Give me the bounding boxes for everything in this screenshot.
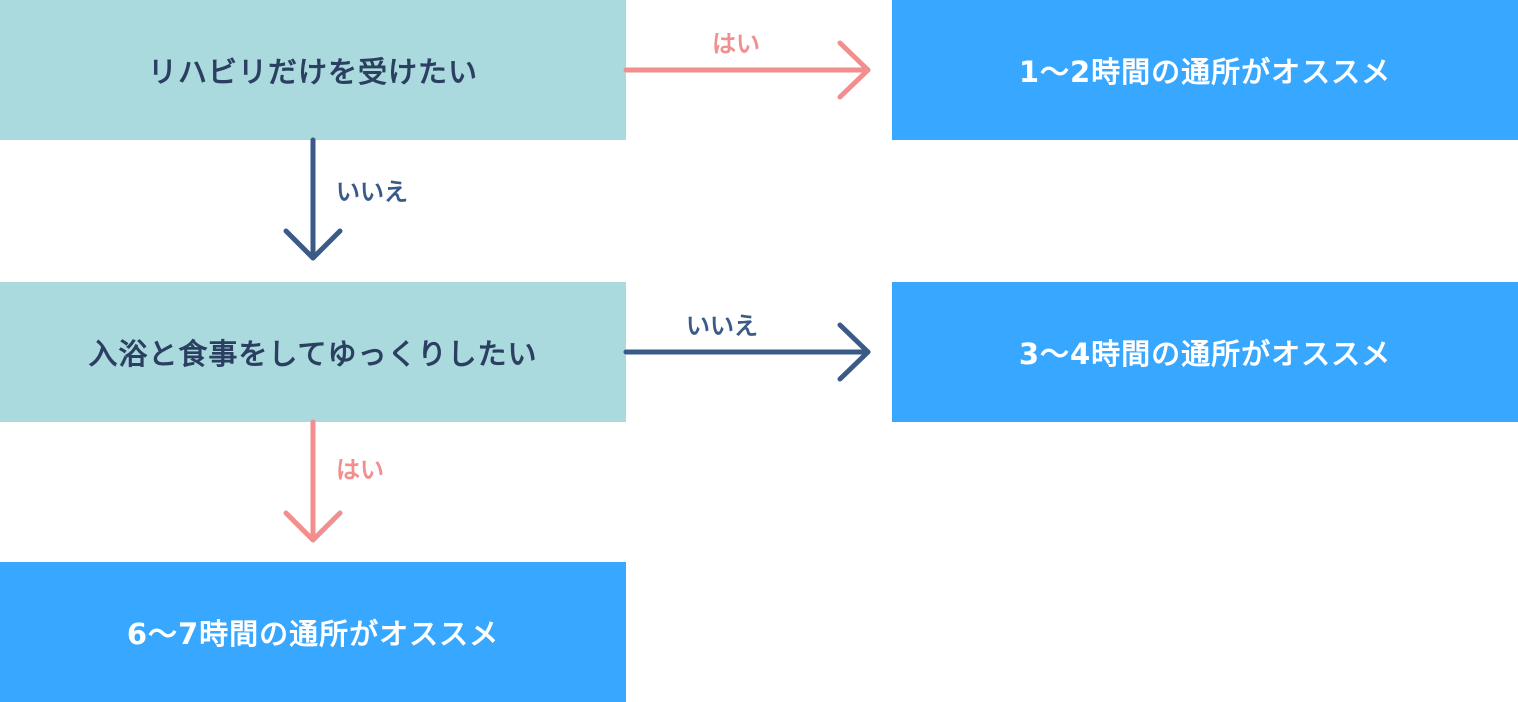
question-bath-meal-relax: 入浴と食事をしてゆっくりしたい: [0, 282, 626, 422]
answer-1-2-hours: 1〜2時間の通所がオススメ: [892, 0, 1518, 140]
answer-3-4-hours: 3〜4時間の通所がオススメ: [892, 282, 1518, 422]
arrow-q1-to-q2: [283, 137, 343, 261]
question-rehab-only-label: リハビリだけを受けたい: [147, 55, 478, 89]
arrow-q2-to-a3: [283, 419, 343, 543]
answer-1-2-hours-label: 1〜2時間の通所がオススメ: [1018, 55, 1392, 89]
edge-label-q2-yes: はい: [336, 456, 384, 484]
edge-label-q1-no: いいえ: [336, 178, 408, 206]
answer-6-7-hours: 6〜7時間の通所がオススメ: [0, 562, 626, 702]
question-rehab-only: リハビリだけを受けたい: [0, 0, 626, 140]
question-bath-meal-relax-label: 入浴と食事をしてゆっくりしたい: [88, 337, 538, 371]
answer-6-7-hours-label: 6〜7時間の通所がオススメ: [126, 617, 500, 651]
edge-label-q1-yes: はい: [712, 30, 760, 58]
answer-3-4-hours-label: 3〜4時間の通所がオススメ: [1018, 337, 1392, 371]
edge-label-q2-no: いいえ: [686, 312, 758, 340]
